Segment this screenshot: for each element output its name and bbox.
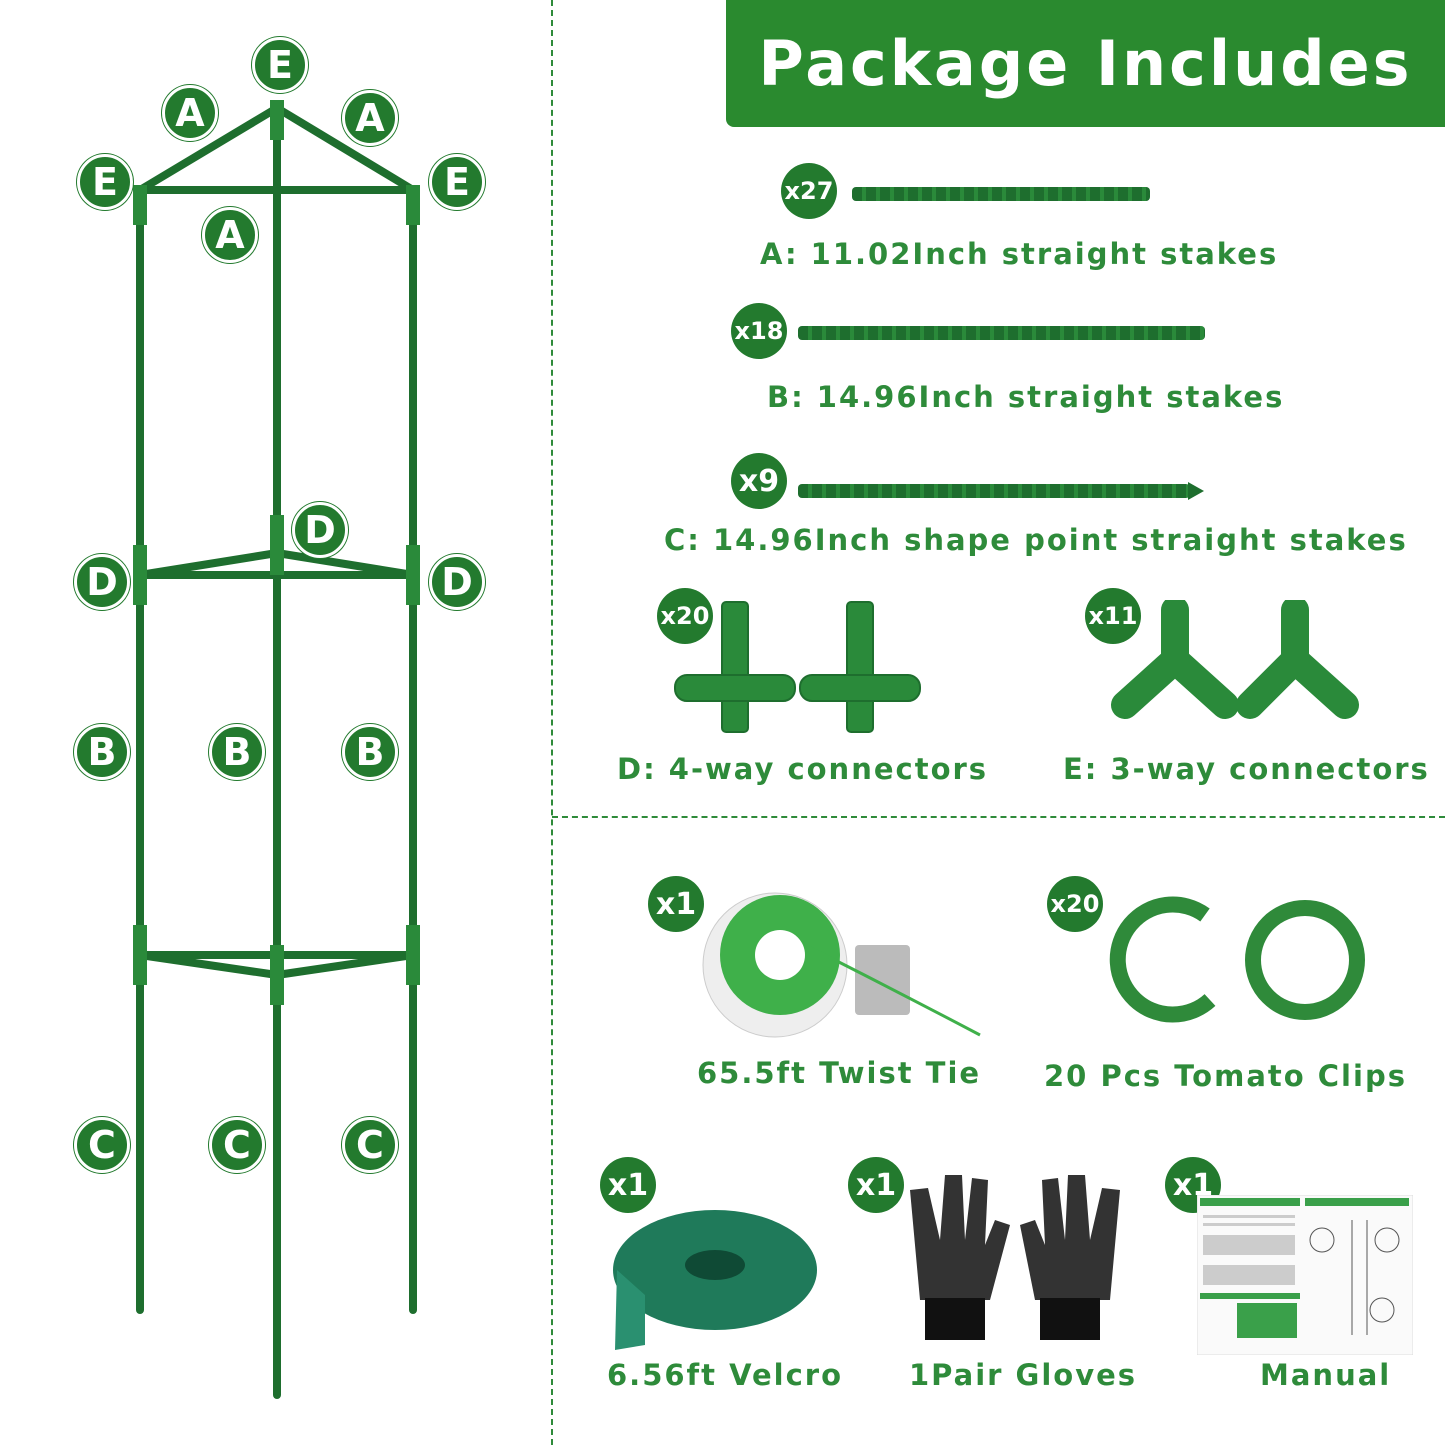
top-right-stake xyxy=(273,104,417,194)
vertical-divider xyxy=(551,0,553,1445)
label-a-right: A xyxy=(342,90,398,146)
label-c-center: C xyxy=(209,1117,265,1173)
label-a-cross: A xyxy=(202,207,258,263)
label-b-center: B xyxy=(209,724,265,780)
count-badge-a: x27 xyxy=(781,163,837,219)
stake-c-point xyxy=(1188,482,1204,500)
label-c-right: C xyxy=(342,1117,398,1173)
count-badge-d: x20 xyxy=(657,588,713,644)
top-left-stake xyxy=(136,104,281,194)
middle-ring-right xyxy=(273,549,417,579)
twist-tie-image xyxy=(702,892,981,1038)
lower-ring-left xyxy=(136,951,281,979)
manual-image xyxy=(1197,1195,1413,1355)
four-way-connector-image xyxy=(674,601,921,733)
caption-gloves: 1Pair Gloves xyxy=(909,1358,1138,1392)
caption-velcro: 6.56ft Velcro xyxy=(607,1358,844,1392)
count-badge-tomato-clips: x20 xyxy=(1047,876,1103,932)
three-way-connector-image xyxy=(1111,600,1359,719)
caption-manual: Manual xyxy=(1260,1358,1392,1392)
tomato-cage-diagram xyxy=(133,100,420,1399)
caption-tomato-clips: 20 Pcs Tomato Clips xyxy=(1044,1059,1407,1093)
stake-a-image xyxy=(852,187,1150,201)
stake-c-image xyxy=(798,484,1190,498)
count-badge-b: x18 xyxy=(731,303,787,359)
count-badge-e: x11 xyxy=(1085,588,1141,644)
label-d-right: D xyxy=(429,554,485,610)
caption-connector-e: E: 3-way connectors xyxy=(1063,752,1430,786)
count-badge-gloves: x1 xyxy=(848,1157,904,1213)
label-d-center: D xyxy=(292,502,348,558)
label-b-left: B xyxy=(74,724,130,780)
gloves-image xyxy=(910,1175,1120,1340)
horizontal-divider xyxy=(552,816,1445,818)
label-a-left: A xyxy=(162,85,218,141)
label-c-left: C xyxy=(74,1117,130,1173)
caption-stake-a: A: 11.02Inch straight stakes xyxy=(760,237,1279,271)
tomato-clips-image xyxy=(1109,896,1365,1023)
caption-connector-d: D: 4-way connectors xyxy=(617,752,989,786)
label-e-left: E xyxy=(77,154,133,210)
label-b-right: B xyxy=(342,724,398,780)
count-badge-c: x9 xyxy=(731,453,787,509)
label-d-left: D xyxy=(74,554,130,610)
count-badge-velcro: x1 xyxy=(600,1157,656,1213)
caption-stake-c: C: 14.96Inch shape point straight stakes xyxy=(664,523,1408,557)
velcro-roll-image xyxy=(613,1210,817,1350)
caption-stake-b: B: 14.96Inch straight stakes xyxy=(767,380,1285,414)
stake-b-image xyxy=(798,326,1205,340)
label-e-top: E xyxy=(252,37,308,93)
lower-ring-right xyxy=(273,951,417,979)
label-e-right: E xyxy=(429,154,485,210)
middle-ring-left xyxy=(136,549,281,579)
caption-twist-tie: 65.5ft Twist Tie xyxy=(697,1056,982,1090)
package-includes-banner: Package Includes xyxy=(726,0,1445,127)
count-badge-twist-tie: x1 xyxy=(648,876,704,932)
